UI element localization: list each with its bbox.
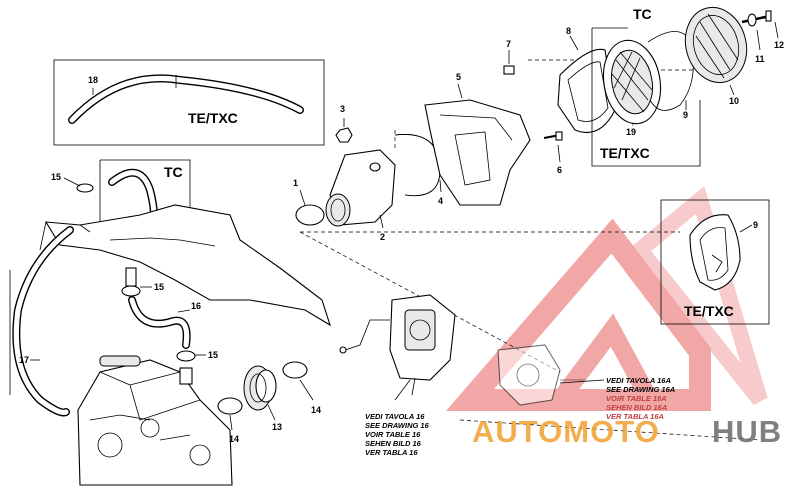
box-label-filter-tetxc: TE/TXC [600,145,650,161]
callout-11: 11 [755,54,765,64]
callout-7: 7 [506,39,511,49]
hose-17: 17 [9,226,74,417]
box-cover-9: 9 TE/TXC [660,199,770,325]
air-boot-2: 2 1 [293,149,396,242]
svg-text:SEE DRAWING 16: SEE DRAWING 16 [365,421,430,430]
callout-10: 10 [729,96,739,106]
svg-text:HUB: HUB [712,414,782,449]
callout-14-right: 14 [311,405,321,415]
screw-7: 7 [503,39,515,75]
watermark-logo [445,186,768,411]
carburetor-16 [339,294,456,401]
airbox-5: 5 [424,72,531,206]
callout-18: 18 [88,75,98,85]
filter-element-10: 10 [684,6,748,106]
callout-6: 6 [557,165,562,175]
box-hose-18: TE/TXC 18 [53,59,325,146]
callout-15-mid: 15 [154,282,164,292]
callout-19: 19 [626,127,636,137]
callout-1: 1 [293,178,298,188]
svg-text:SEHEN BILD 16A: SEHEN BILD 16A [606,403,667,412]
svg-text:AUTOMOTO: AUTOMOTO [472,414,660,449]
callout-17: 17 [19,355,29,365]
intake-frame [39,204,331,327]
callout-14-left: 14 [229,434,239,444]
screw-6: 6 [543,131,563,175]
box-label-cover-9: TE/TXC [684,303,734,319]
note-drawing-16a: VEDI TAVOLA 16A SEE DRAWING 16A VOIR TAB… [559,376,675,421]
svg-text:VER TABLA 16: VER TABLA 16 [365,448,418,457]
callout-2: 2 [380,232,385,242]
callout-4: 4 [438,196,443,206]
hose-16: 15 16 15 [121,267,218,362]
svg-text:VEDI TAVOLA 16A: VEDI TAVOLA 16A [606,376,671,385]
filter-frame-9: 9 [647,31,694,120]
callout-13: 13 [272,422,282,432]
bolt-11-12: 11 12 [741,10,784,64]
box-label-hose-tc: TC [164,164,183,180]
callout-9-cover: 9 [753,220,758,230]
svg-text:VOIR TABLE 16: VOIR TABLE 16 [365,430,421,439]
box-label-hose-18: TE/TXC [188,110,238,126]
callout-9-top: 9 [683,110,688,120]
throttle-body-16a [497,344,585,406]
svg-text:VER TABLA 16A: VER TABLA 16A [606,412,664,421]
callout-15-top: 15 [51,172,61,182]
callout-15-low: 15 [208,350,218,360]
note-drawing-16: VEDI TAVOLA 16 SEE DRAWING 16 VOIR TABLE… [365,412,430,457]
watermark-text: AUTOMOTO HUB [472,414,782,449]
box-filter: TC TE/TXC [591,6,701,167]
engine-block [77,355,233,486]
nut-3: 3 [335,104,353,143]
svg-text:SEHEN BILD 16: SEHEN BILD 16 [365,439,422,448]
svg-text:VOIR TABLE 16A: VOIR TABLE 16A [606,394,667,403]
callout-8: 8 [566,26,571,36]
svg-text:VEDI TAVOLA 16: VEDI TAVOLA 16 [365,412,425,421]
callout-3: 3 [340,104,345,114]
intake-rubber-13: 13 14 14 [217,361,321,444]
callout-5: 5 [456,72,461,82]
callout-12: 12 [774,40,784,50]
air-filter-19: 19 [602,39,662,137]
callout-16: 16 [191,301,201,311]
svg-text:SEE DRAWING 16A: SEE DRAWING 16A [606,385,675,394]
box-label-filter-tc: TC [633,6,652,22]
